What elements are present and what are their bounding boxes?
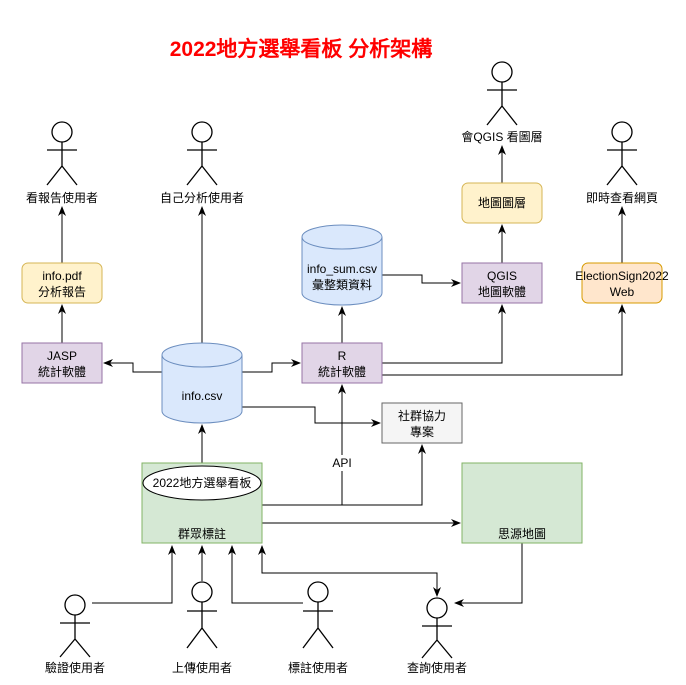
info-csv-cylinder-rim	[161, 354, 243, 368]
node-r: R 統計軟體	[301, 342, 383, 384]
actor-qgis-viewer: 會QGIS 看圖層	[461, 61, 543, 144]
edge-siyuan-to-querier	[454, 543, 523, 607]
edge-annotator-to-crowd	[228, 545, 303, 604]
qgis-label-line2: 地圖軟體	[478, 284, 526, 299]
node-community: 社群協力 專案	[381, 402, 463, 444]
diagram-title: 2022地方選舉看板 分析架構	[170, 37, 433, 61]
info-sum-cylinder-rim	[301, 236, 383, 250]
info-pdf-label-line1: info.pdf	[42, 269, 82, 283]
edges	[58, 145, 626, 607]
actor-head	[64, 594, 86, 616]
actor-head	[611, 121, 633, 143]
edge-info-csv-to-community	[242, 406, 381, 427]
actor-head	[51, 121, 73, 143]
actor-label: 即時查看網頁	[586, 191, 658, 205]
actor-label: 驗證使用者	[45, 660, 105, 675]
actor-body	[486, 82, 518, 126]
web-label-line2: Web	[610, 285, 635, 299]
node-qgis: QGIS 地圖軟體	[461, 262, 543, 304]
crowd-label: 群眾標註	[178, 527, 226, 541]
qgis-label-line1: QGIS	[487, 269, 517, 283]
actor-verifier: 驗證使用者	[45, 594, 105, 675]
node-map-layer: 地圖圖層	[461, 182, 543, 224]
actor-label: 看報告使用者	[26, 190, 98, 205]
actor-label: 上傳使用者	[172, 660, 232, 675]
info-csv-label: info.csv	[182, 389, 223, 403]
actor-body	[421, 618, 453, 659]
community-label-line1: 社群協力	[398, 408, 446, 423]
node-jasp: JASP 統計軟體	[21, 342, 103, 384]
node-siyuan: 思源地圖	[461, 462, 583, 544]
siyuan-label: 思源地圖	[498, 527, 546, 541]
edge-crowd-to-community	[262, 444, 426, 506]
actor-label: 自己分析使用者	[160, 190, 244, 205]
actor-label: 會QGIS 看圖層	[461, 130, 542, 144]
r-label-line2: 統計軟體	[318, 364, 366, 379]
actor-body	[302, 602, 334, 649]
community-label-line2: 專案	[410, 424, 434, 439]
info-pdf-box	[21, 262, 103, 304]
actor-label: 標註使用者	[288, 660, 348, 675]
info-sum-label-line1: info_sum.csv	[307, 262, 377, 276]
node-info-sum: info_sum.csv 彙整類資料	[301, 224, 383, 306]
actor-head	[191, 581, 213, 603]
edge-info-sum-to-qgis	[382, 274, 461, 287]
edge-verifier-to-crowd	[92, 545, 176, 604]
edge-r-to-qgis	[382, 304, 506, 364]
r-box	[301, 342, 383, 384]
actor-web-viewer: 即時查看網頁	[586, 121, 658, 205]
web-box	[581, 262, 663, 304]
actor-body	[59, 615, 91, 658]
edge-r-to-web	[382, 304, 626, 376]
edge-info-csv-to-jasp	[103, 359, 162, 373]
edge-info-csv-to-r	[242, 359, 301, 373]
actor-body	[186, 602, 218, 649]
actor-head	[491, 61, 513, 83]
actor-querier: 查詢使用者	[407, 597, 467, 675]
map-layer-label: 地圖圖層	[478, 196, 526, 210]
actor-head	[426, 597, 448, 619]
qgis-box	[461, 262, 543, 304]
billboard-label: 2022地方選舉看板	[153, 475, 252, 490]
web-label-line1: ElectionSign2022	[575, 269, 669, 283]
community-box	[381, 402, 463, 444]
actor-self-analyst: 自己分析使用者	[160, 121, 244, 205]
node-web: ElectionSign2022 Web	[575, 262, 669, 304]
info-csv-cylinder	[161, 342, 243, 424]
info-sum-cylinder	[301, 224, 383, 306]
edge-querier-crowd	[258, 545, 441, 597]
node-info-csv: info.csv	[161, 342, 243, 424]
jasp-box	[21, 342, 103, 384]
info-pdf-label-line2: 分析報告	[38, 285, 86, 299]
actor-report-reader: 看報告使用者	[26, 121, 98, 205]
api-label-background	[330, 455, 354, 471]
node-info-pdf: info.pdf 分析報告	[21, 262, 103, 304]
actor-body	[186, 142, 218, 186]
info-sum-label-line2: 彙整類資料	[312, 277, 372, 292]
billboard-ellipse	[142, 465, 262, 501]
actor-annotator: 標註使用者	[288, 581, 348, 675]
actor-head	[307, 581, 329, 603]
actor-body	[46, 142, 78, 186]
actor-uploader: 上傳使用者	[172, 581, 232, 675]
jasp-label-line2: 統計軟體	[38, 364, 86, 379]
actor-head	[191, 121, 213, 143]
actor-label: 查詢使用者	[407, 660, 467, 675]
siyuan-box	[461, 462, 583, 544]
map-layer-box	[461, 182, 543, 224]
r-label-line1: R	[338, 349, 347, 363]
api-label: API	[332, 456, 351, 470]
actor-body	[606, 142, 638, 186]
node-crowd: 2022地方選舉看板 群眾標註	[141, 462, 263, 544]
jasp-label-line1: JASP	[47, 349, 77, 363]
